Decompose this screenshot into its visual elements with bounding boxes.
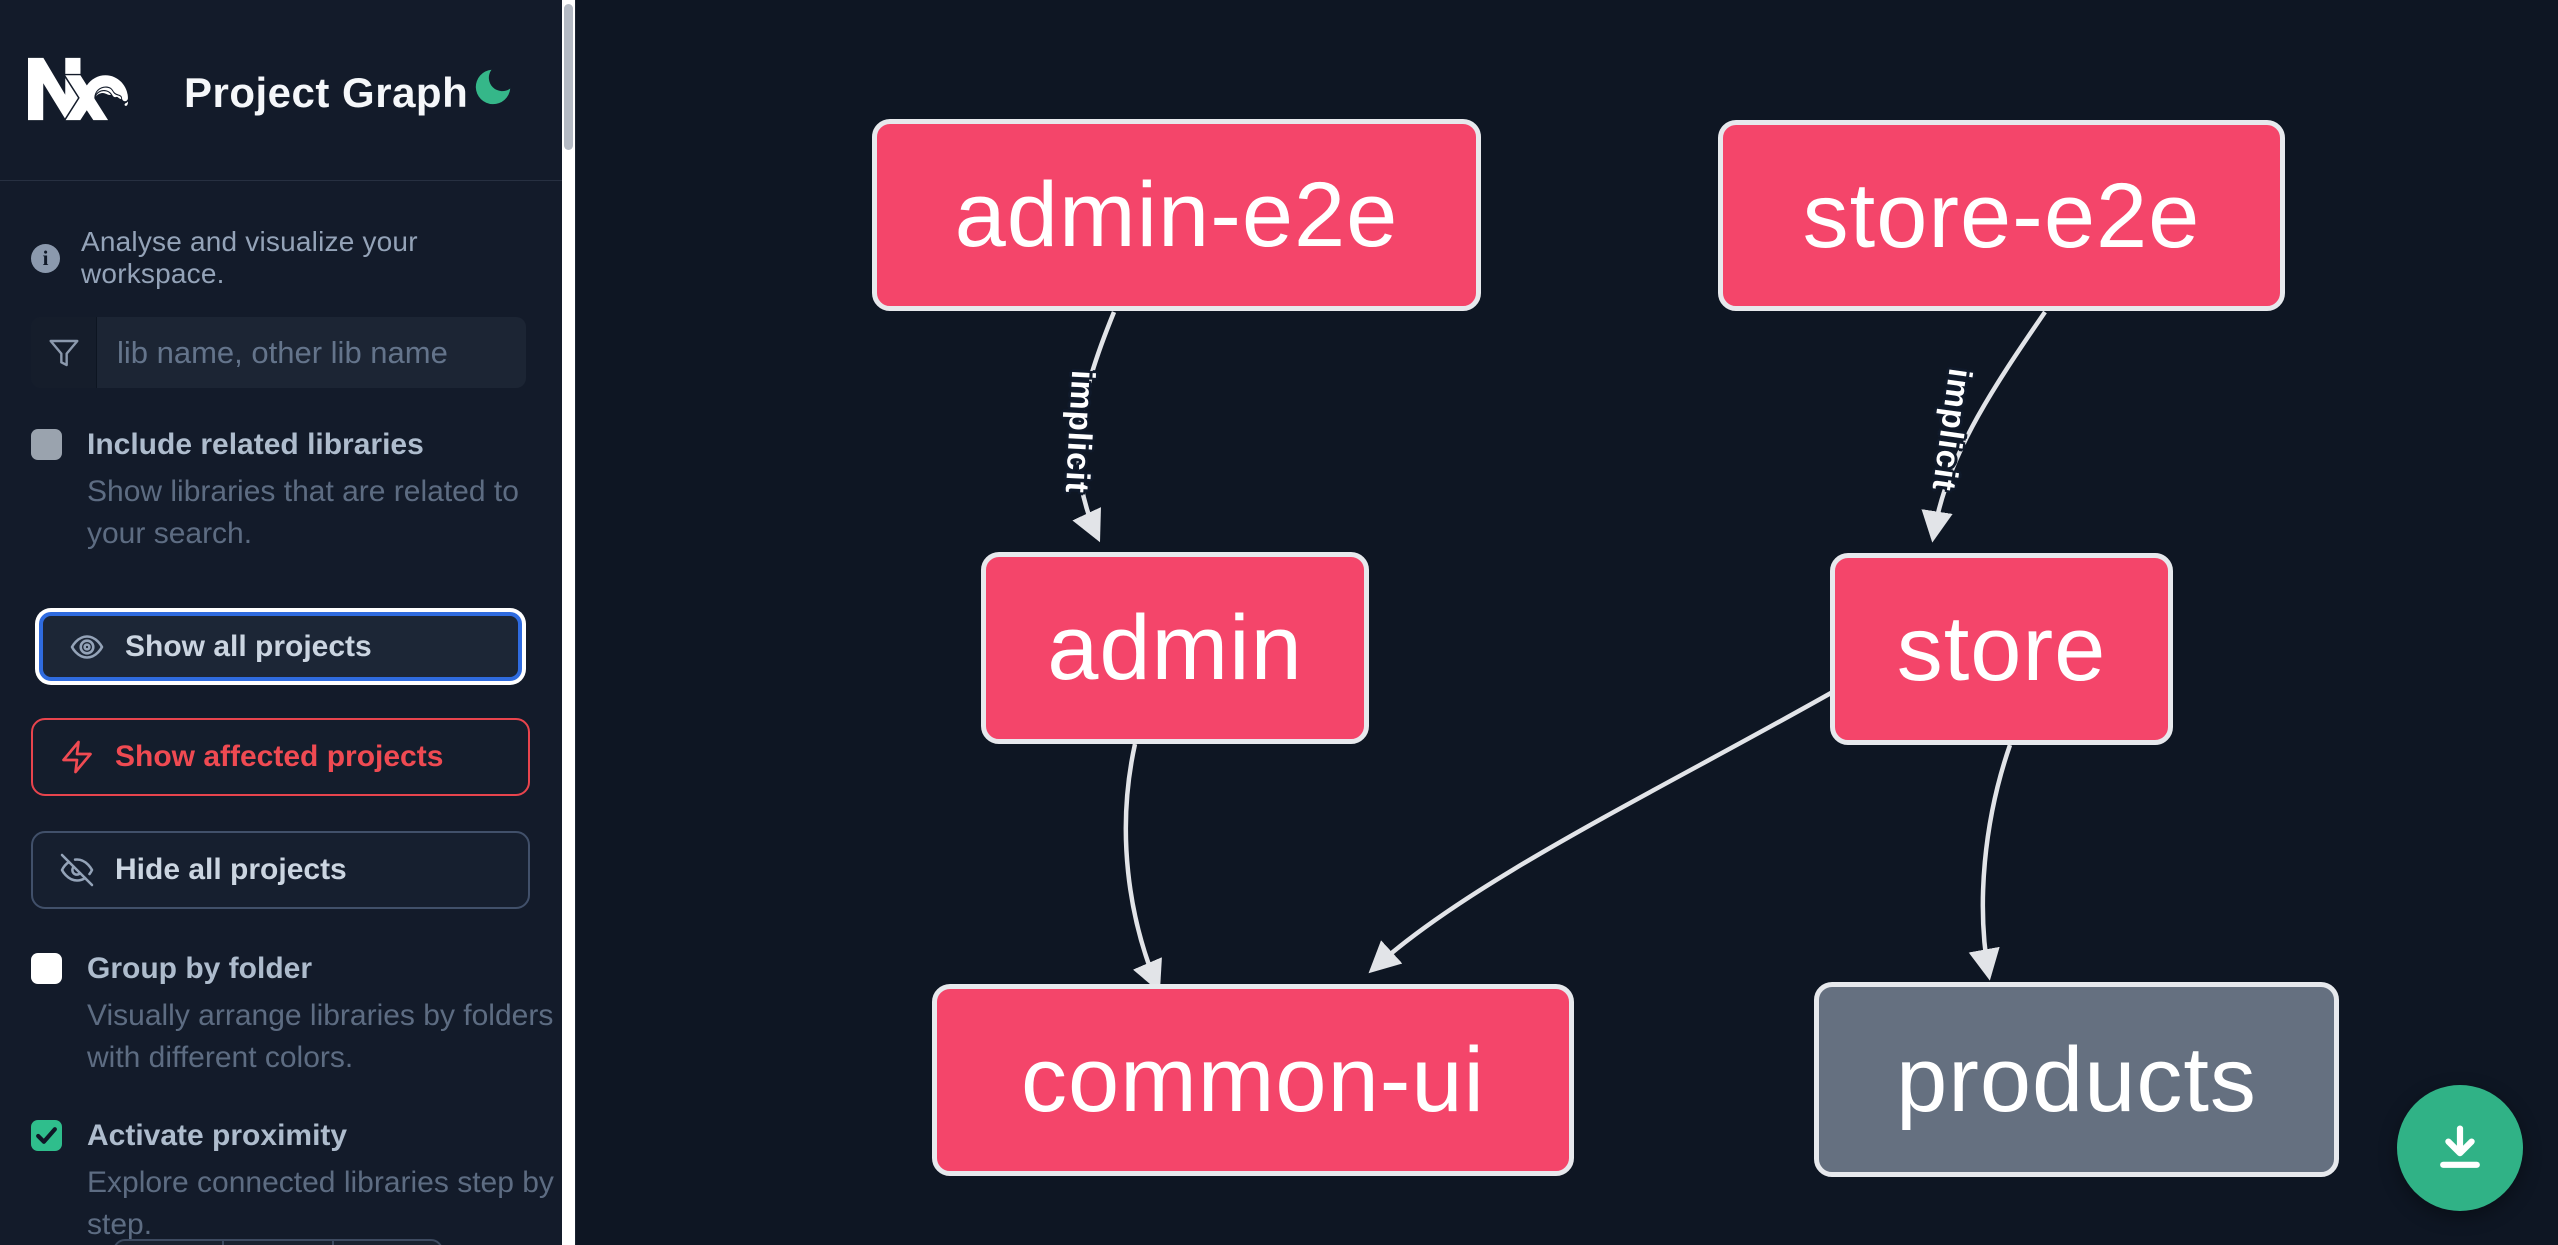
checkbox-include-related[interactable] — [31, 429, 62, 460]
header-divider — [0, 180, 562, 181]
filter-icon-cell — [31, 317, 97, 388]
checkbox-row-include-related: Include related libraries Show libraries… — [31, 427, 555, 555]
check-icon — [36, 1127, 57, 1144]
filter-icon — [48, 339, 79, 366]
sidebar: Project Graph i Analyse and visualize yo… — [0, 0, 562, 1245]
checkbox-label: Include related libraries — [87, 428, 424, 461]
theme-toggle-button[interactable] — [470, 64, 516, 110]
search-input[interactable] — [97, 317, 526, 388]
edge-label-implicit: implicit — [1058, 369, 1103, 495]
node-label: common-ui — [1020, 1029, 1485, 1131]
show-affected-projects-button[interactable]: Show affected projects — [31, 718, 530, 796]
tagline-row: i Analyse and visualize your workspace. — [31, 226, 531, 290]
graph-node-products[interactable]: products — [1814, 982, 2339, 1177]
button-label: Hide all projects — [115, 853, 347, 886]
tagline-text: Analyse and visualize your workspace. — [81, 226, 418, 289]
nx-logo — [28, 57, 128, 121]
graph-node-store-e2e[interactable]: store-e2e — [1718, 120, 2285, 311]
download-icon — [2440, 1125, 2480, 1168]
node-label: admin-e2e — [954, 164, 1399, 266]
checkbox-row-activate-proximity: Activate proximity Explore connected lib… — [31, 1118, 555, 1245]
node-label: products — [1896, 1028, 2257, 1131]
graph-node-common-ui[interactable]: common-ui — [932, 984, 1574, 1176]
node-label: store-e2e — [1802, 164, 2201, 267]
show-all-projects-button[interactable]: Show all projects — [39, 612, 522, 681]
checkbox-description: Visually arrange libraries by folders wi… — [87, 999, 554, 1074]
stepper-decrement-button[interactable] — [115, 1241, 225, 1245]
checkbox-label: Activate proximity — [87, 1119, 348, 1152]
hide-all-projects-button[interactable]: Hide all projects — [31, 831, 530, 909]
lightning-icon — [62, 740, 92, 774]
eye-icon — [70, 634, 104, 659]
sidebar-scrollbar-track[interactable] — [562, 0, 575, 1245]
stepper-value — [224, 1241, 334, 1245]
button-label: Show affected projects — [115, 740, 444, 773]
info-icon: i — [31, 243, 60, 273]
stepper-increment-button[interactable] — [334, 1241, 441, 1245]
proximity-stepper — [113, 1239, 443, 1245]
checkbox-row-group-by-folder: Group by folder Visually arrange librari… — [31, 951, 555, 1079]
moon-icon — [475, 69, 511, 105]
page-title: Project Graph — [184, 69, 469, 116]
checkbox-description: Explore connected libraries step by step… — [87, 1166, 554, 1241]
sidebar-header: Project Graph — [0, 0, 562, 180]
checkbox-description: Show libraries that are related to your … — [87, 475, 519, 550]
button-label: Show all projects — [125, 629, 372, 663]
download-image-button[interactable] — [2397, 1085, 2523, 1211]
graph-node-admin-e2e[interactable]: admin-e2e — [872, 119, 1481, 311]
sidebar-scrollbar-thumb[interactable] — [564, 4, 573, 150]
eye-off-icon — [60, 853, 94, 887]
node-label: admin — [1047, 597, 1303, 699]
graph-node-admin[interactable]: admin — [981, 552, 1369, 744]
search-box — [31, 317, 526, 388]
node-label: store — [1896, 598, 2107, 700]
checkbox-group-by-folder[interactable] — [31, 953, 62, 984]
checkbox-label: Group by folder — [87, 952, 312, 985]
checkbox-activate-proximity[interactable] — [31, 1120, 62, 1151]
graph-node-store[interactable]: store — [1830, 553, 2173, 745]
